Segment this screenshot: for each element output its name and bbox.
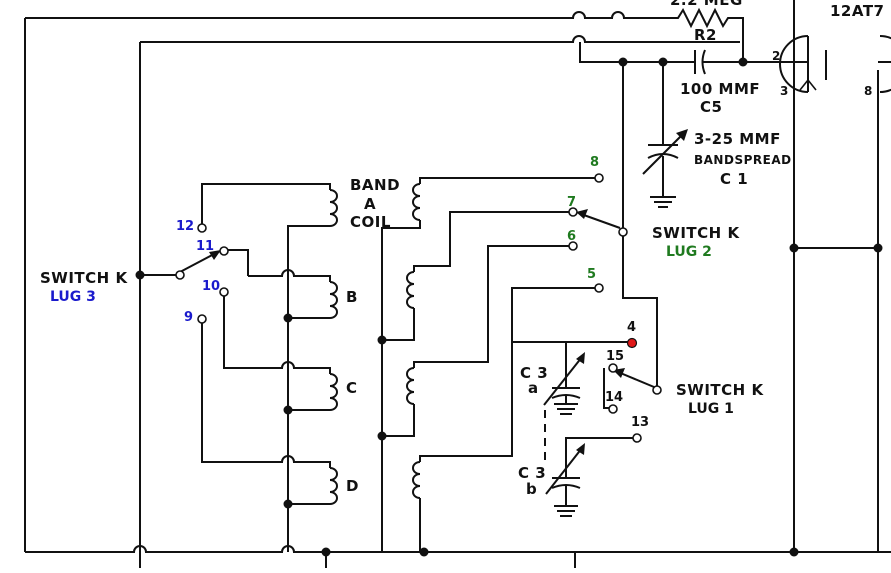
lug3-title: SWITCH K <box>40 269 128 287</box>
bus-wires <box>24 0 891 568</box>
switch-lug3: SWITCH K LUG 3 12 11 10 9 <box>40 200 249 325</box>
tube-pin-2: 2 <box>772 49 781 63</box>
lug3-label: LUG 3 <box>50 289 96 305</box>
grid-network: 2.2 MEG R2 100 MMF C5 3-25 MMF BANDSPREA… <box>579 0 883 557</box>
lug3-contact-9: 9 <box>184 310 193 325</box>
coil-d-label: D <box>346 477 359 495</box>
switch-lug1: C 3 a C 3 b 4 15 14 13 SWITCH K LUG 1 <box>512 320 764 517</box>
coil-c-label: C <box>346 379 358 397</box>
c3b-section: b <box>526 480 537 498</box>
lug1-contact-13: 13 <box>631 415 649 430</box>
tube-pin-8: 8 <box>864 84 873 98</box>
tube-name: 12AT7 <box>830 2 885 20</box>
lug3-contact-11: 11 <box>196 239 214 254</box>
lug1-contact-4: 4 <box>627 320 636 335</box>
lug2-contact-5: 5 <box>587 267 596 282</box>
coils: BAND A COIL B C D <box>201 176 400 552</box>
c1-value: 3-25 MMF <box>694 130 781 148</box>
lug1-contact-14: 14 <box>605 390 623 405</box>
r2-value: 2.2 MEG <box>670 0 743 9</box>
lug3-contact-10: 10 <box>202 279 220 294</box>
lug2-label: LUG 2 <box>666 244 712 260</box>
c3b-name: C 3 <box>518 464 546 482</box>
lug3-contact-12: 12 <box>176 219 194 234</box>
r2-name: R2 <box>694 26 717 44</box>
c1-name: C 1 <box>720 170 748 188</box>
lug1-contact-15: 15 <box>606 349 624 364</box>
lug2-title: SWITCH K <box>652 224 740 242</box>
c3a-name: C 3 <box>520 364 548 382</box>
c5-value: 100 MMF <box>680 80 760 98</box>
band-a-line3: COIL <box>350 213 391 231</box>
band-a-line1: BAND <box>350 176 400 194</box>
lug2-contact-8: 8 <box>590 155 599 170</box>
lug1-label: LUG 1 <box>688 401 734 417</box>
c1-desc: BANDSPREAD <box>694 153 792 167</box>
band-a-line2: A <box>364 195 376 213</box>
lug2-contact-7: 7 <box>567 195 576 210</box>
coil-b-label: B <box>346 288 358 306</box>
lug2-contact-6: 6 <box>567 229 576 244</box>
c5-name: C5 <box>700 98 722 116</box>
switch-lug2: SWITCH K LUG 2 <box>576 62 740 388</box>
lug2-coils: 8 7 6 5 <box>321 155 604 557</box>
lug1-title: SWITCH K <box>676 381 764 399</box>
c3a-section: a <box>528 379 539 397</box>
tube-pin-3: 3 <box>780 84 789 98</box>
tube-12at7: 12AT7 2 3 8 <box>772 2 891 98</box>
